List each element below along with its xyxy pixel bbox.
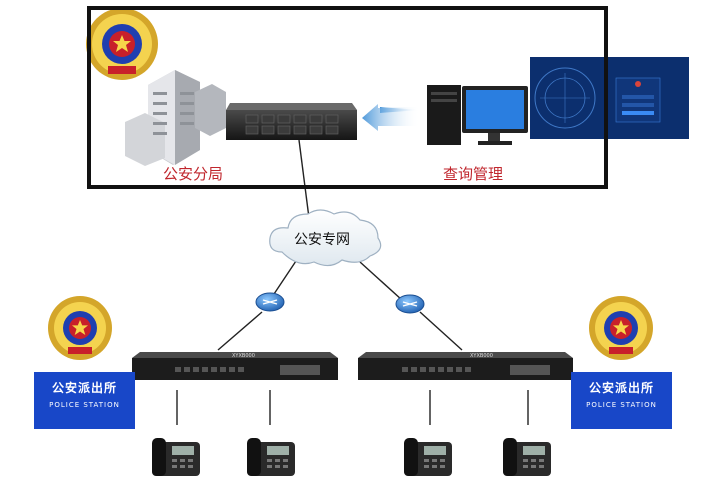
gateway-model-label: XYXB000 — [470, 353, 493, 359]
query-arrow — [362, 104, 420, 131]
query-pc-icon — [427, 85, 528, 145]
link-cloud-router-left — [269, 254, 301, 301]
private-network-cloud-icon — [269, 209, 382, 267]
station-name-en: POLICE STATION — [586, 401, 657, 409]
police-emblem-icon — [48, 296, 112, 360]
rack-server-icon — [226, 103, 357, 140]
router-right-icon — [395, 294, 425, 314]
ip-phone-icon — [247, 438, 295, 476]
link-router-right-gateway — [419, 311, 463, 351]
police-emblem-icon — [589, 296, 653, 360]
ip-phone-icon — [404, 438, 452, 476]
network-links — [176, 139, 529, 425]
ip-phone-icon — [152, 438, 200, 476]
voice-gateway-left-icon — [132, 352, 338, 380]
police-station-left: 公安派出所 POLICE STATION — [34, 372, 135, 429]
police-station-right: 公安派出所 POLICE STATION — [571, 372, 672, 429]
bureau-frame — [87, 6, 608, 189]
link-router-left-gateway — [217, 311, 263, 351]
query-system-screenshot — [530, 57, 689, 139]
ip-phone-icon — [503, 438, 551, 476]
router-left-icon — [255, 292, 285, 312]
station-name-cn: 公安派出所 — [51, 381, 117, 395]
gateway-model-label: XYXB000 — [232, 353, 255, 359]
bureau-building-icon — [125, 70, 226, 166]
link-server-cloud — [298, 139, 310, 219]
voice-gateway-right-icon — [358, 352, 573, 380]
station-name-en: POLICE STATION — [49, 401, 120, 409]
bureau-label: 公安分局 — [163, 165, 224, 183]
station-name-cn: 公安派出所 — [588, 381, 654, 395]
private-network-label: 公安专网 — [294, 232, 350, 248]
police-emblem-icon — [86, 8, 158, 80]
link-cloud-router-right — [359, 261, 403, 301]
query-management-label: 查询管理 — [443, 165, 504, 183]
